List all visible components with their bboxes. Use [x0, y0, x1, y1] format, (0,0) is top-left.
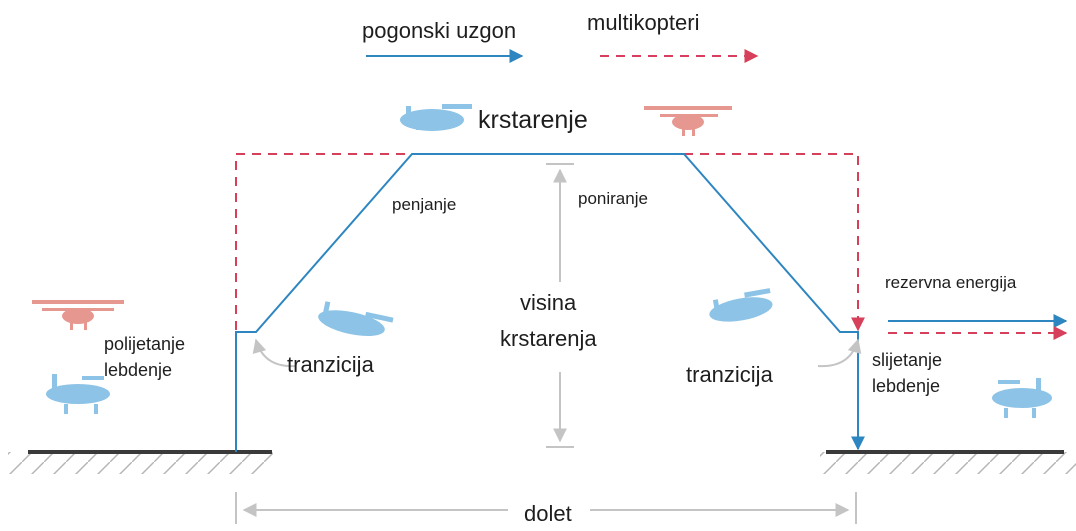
legend-propulsive-lift-label: pogonski uzgon [362, 18, 516, 43]
cruise-altitude-label-line2: krstarenja [500, 326, 597, 351]
propulsive-lift-profile-path [235, 153, 865, 452]
transition-left-label: tranzicija [287, 352, 375, 377]
legend-multicopter-label: multikopteri [587, 10, 699, 35]
transition-left-arrow [252, 338, 297, 368]
range-dimension [235, 492, 857, 524]
descent-label: poniranje [578, 189, 648, 208]
cruise-altitude-dimension [546, 163, 574, 448]
transition-right-label: tranzicija [686, 362, 774, 387]
multicopter-aircraft-icon [32, 106, 732, 330]
ground-left [8, 450, 273, 474]
climb-label: penjanje [392, 195, 456, 214]
reserve-energy-label: rezervna energija [885, 273, 1017, 292]
cruise-label: krstarenje [478, 106, 588, 134]
tiltwing-aircraft-icon [46, 104, 1052, 418]
takeoff-label-line2: lebdenje [104, 360, 172, 380]
landing-label-line1: slijetanje [872, 350, 942, 370]
range-label: dolet [524, 501, 572, 526]
reserve-energy-arrows [888, 314, 1068, 340]
ground-right [820, 450, 1076, 474]
takeoff-label-line1: polijetanje [104, 334, 185, 354]
legend: pogonski uzgon multikopteri [362, 10, 759, 63]
transition-right-arrow [817, 338, 862, 368]
cruise-altitude-label-line1: visina [520, 290, 577, 315]
landing-label-line2: lebdenje [872, 376, 940, 396]
